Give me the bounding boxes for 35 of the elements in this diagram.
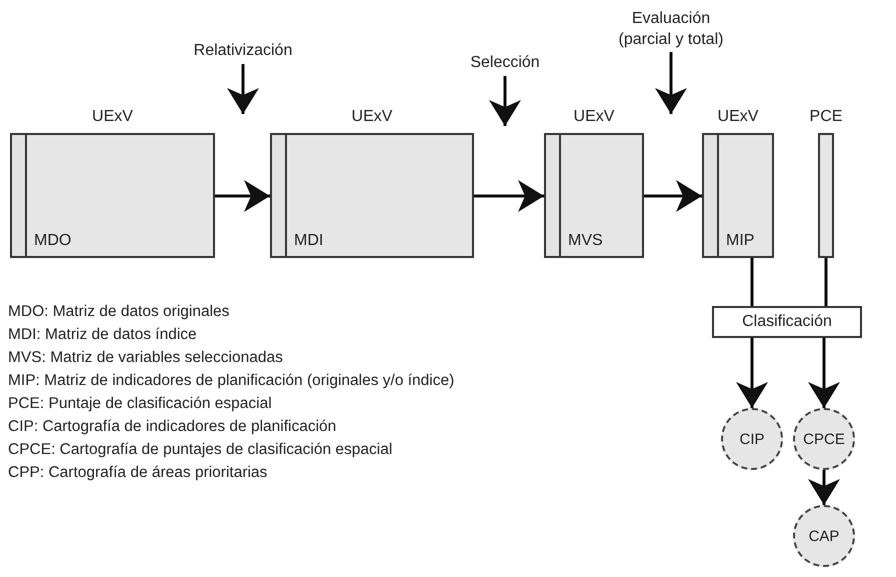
step-label: Evaluación (parcial y total) <box>611 8 731 52</box>
matrix-name: MIP <box>726 232 754 250</box>
map-circle: CPCE <box>793 408 855 470</box>
arrow <box>736 338 768 408</box>
arrow <box>655 52 687 114</box>
box-heading: UExV <box>574 108 614 126</box>
abbreviation-note: MDO: Matriz de datos originales <box>8 303 230 321</box>
abbreviation-note: CPP: Cartografía de áreas prioritarias <box>8 464 268 482</box>
arrow <box>474 180 544 212</box>
arrow <box>215 180 270 212</box>
arrow <box>644 180 702 212</box>
step-label: Relativización <box>183 40 303 64</box>
box-heading: UExV <box>92 108 133 126</box>
matrix-name: MDO <box>34 232 72 250</box>
abbreviation-note: PCE: Puntaje de clasificación espacial <box>8 395 272 413</box>
abbreviation-note: MDI: Matriz de datos índice <box>8 326 197 344</box>
arrow <box>808 470 840 505</box>
process-box: Clasificación <box>712 306 862 338</box>
matrix-name: MDI <box>294 232 324 250</box>
abbreviation-note: CPCE: Cartografía de puntajes de clasificación espacial <box>8 441 392 459</box>
box-heading: UExV <box>352 108 392 126</box>
map-circle: CAP <box>793 505 855 567</box>
connector-line <box>824 258 828 306</box>
abbreviation-note: MIP: Matriz de indicadores de planificación (originales y/o índice) <box>8 372 454 390</box>
arrow <box>808 338 840 408</box>
abbreviation-note: MVS: Matriz de variables seleccionadas <box>8 349 283 367</box>
map-circle: CIP <box>721 408 783 470</box>
arrow <box>489 76 521 126</box>
connector-line <box>750 258 754 306</box>
step-label: Selección <box>445 52 565 76</box>
arrow <box>227 64 259 114</box>
bar-heading: PCE <box>810 108 842 126</box>
matrix-name: MVS <box>568 232 603 250</box>
abbreviation-note: CIP: Cartografía de indicadores de planificación <box>8 418 336 436</box>
box-heading: UExV <box>718 108 758 126</box>
